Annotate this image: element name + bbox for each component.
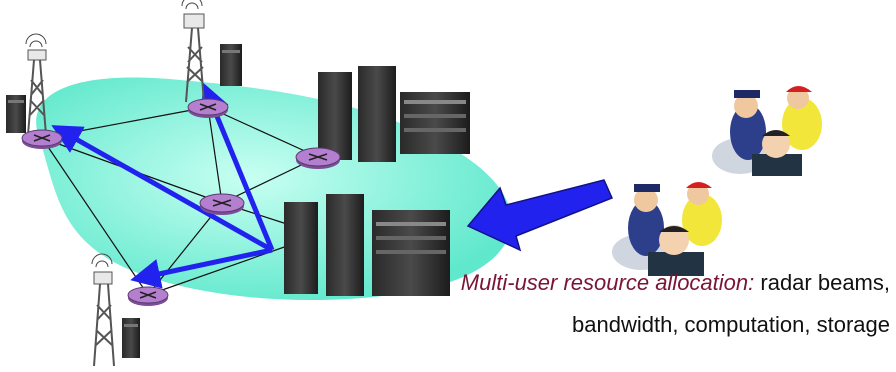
router-icon	[187, 98, 229, 118]
router-icon	[295, 147, 341, 169]
router-icon	[127, 286, 169, 306]
user-group-icon	[612, 182, 722, 276]
user-group-icon	[712, 86, 822, 176]
router-icon	[199, 193, 245, 215]
server-rack-icon	[318, 66, 470, 162]
server-rack-icon	[6, 95, 26, 133]
server-rack-icon	[122, 318, 140, 358]
caption-line-2: bandwidth, computation, storage	[572, 312, 890, 337]
caption-line-1: Multi-user resource allocation: radar be…	[461, 270, 890, 296]
allocation-flows	[51, 82, 275, 289]
radar-tower-icon	[181, 0, 205, 103]
router-icon	[21, 129, 63, 149]
server-rack-icon	[220, 44, 242, 86]
radar-tower-icon	[25, 33, 47, 136]
server-rack-icon	[284, 194, 450, 296]
caption-line-1-rest: radar beams,	[754, 270, 890, 295]
radar-tower-icon	[91, 253, 115, 367]
caption-emphasis: Multi-user resource allocation:	[460, 270, 755, 295]
request-arrow-icon	[466, 179, 614, 252]
